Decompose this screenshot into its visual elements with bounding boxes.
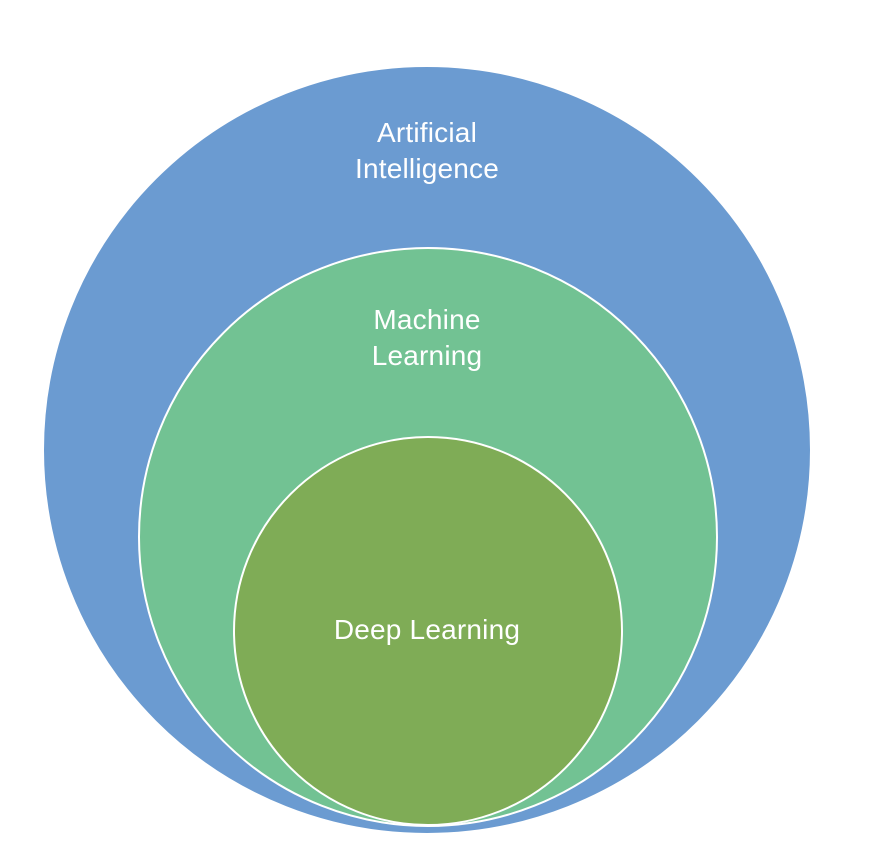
ml-label: Machine Learning xyxy=(371,304,483,371)
dl-label: Deep Learning xyxy=(333,614,521,645)
ai-label: Artificial Intelligence xyxy=(354,117,500,184)
dl-circle xyxy=(233,436,623,826)
